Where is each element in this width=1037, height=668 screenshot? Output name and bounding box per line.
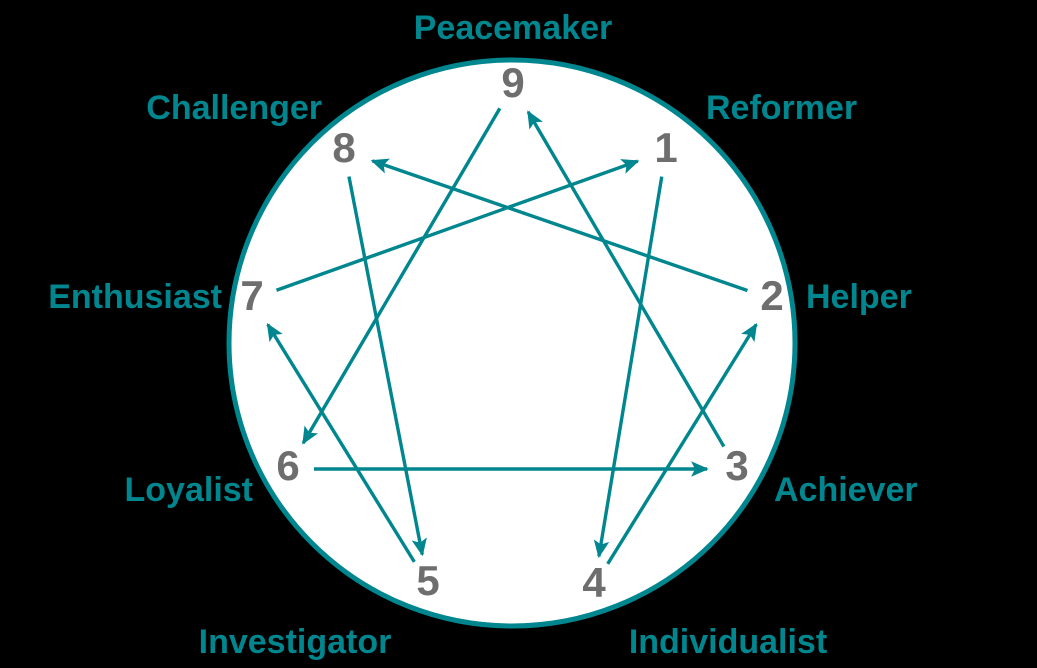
node-number-3: 3 (725, 442, 748, 489)
connection-lines-group (266, 107, 758, 565)
connection-arrow-7-to-1 (275, 159, 640, 292)
connection-arrow-9-to-6 (301, 107, 502, 445)
node-number-7: 7 (240, 272, 263, 319)
type-label-loyalist: Loyalist (125, 471, 253, 509)
connection-arrow-8-to-5 (347, 176, 427, 557)
type-label-investigator: Investigator (199, 623, 392, 661)
type-label-reformer: Reformer (706, 89, 857, 127)
connection-arrow-3-to-9 (526, 110, 726, 448)
node-number-8: 8 (332, 124, 355, 171)
type-labels-group: PeacemakerReformerHelperAchieverIndividu… (48, 9, 917, 661)
connection-arrow-4-to-2 (606, 322, 758, 565)
type-label-enthusiast: Enthusiast (48, 278, 222, 316)
type-label-individualist: Individualist (629, 623, 827, 661)
type-label-challenger: Challenger (146, 89, 322, 127)
type-label-achiever: Achiever (774, 471, 918, 509)
connection-arrow-5-to-7 (266, 323, 416, 563)
node-number-2: 2 (760, 272, 783, 319)
node-number-4: 4 (582, 559, 606, 606)
type-label-helper: Helper (806, 278, 912, 316)
type-label-peacemaker: Peacemaker (414, 9, 613, 47)
connection-arrow-2-to-8 (370, 158, 748, 293)
node-number-5: 5 (416, 557, 439, 604)
node-number-1: 1 (654, 124, 677, 171)
node-number-9: 9 (501, 59, 524, 106)
node-numbers-group: 9 1 2 3 4 5 6 7 8 (240, 59, 783, 606)
node-number-6: 6 (276, 442, 299, 489)
enneagram-circle (226, 57, 798, 629)
connection-arrow-1-to-4 (593, 176, 664, 559)
